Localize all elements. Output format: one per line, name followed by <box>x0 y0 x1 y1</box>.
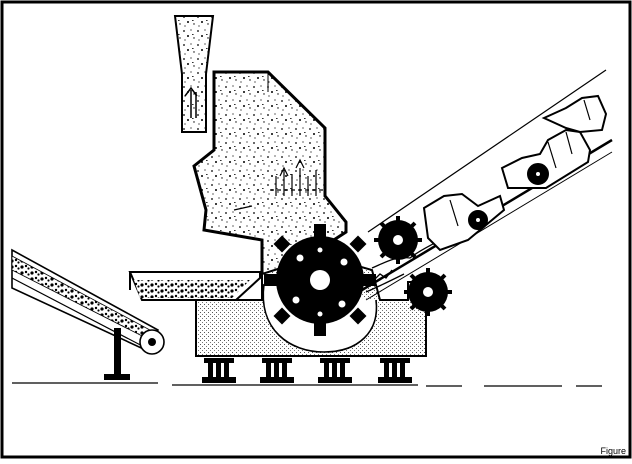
exhaust-stack <box>175 16 213 132</box>
foundation-mount <box>378 358 412 383</box>
ground-line <box>12 383 602 386</box>
discharge-conveyor <box>12 250 164 380</box>
foundation-mount <box>202 358 236 383</box>
foundation-mounts <box>202 358 412 383</box>
shredder-rotor <box>264 224 376 336</box>
car-middle <box>502 130 590 188</box>
feed-roller-lower <box>404 268 452 316</box>
foundation-mount <box>318 358 352 383</box>
foundation-mount <box>260 358 294 383</box>
car-front <box>424 194 504 250</box>
vibrating-pan <box>130 272 260 300</box>
car-rear <box>544 96 606 132</box>
conveyor-leg <box>114 328 121 378</box>
figure-caption: Figure I <box>600 446 631 456</box>
